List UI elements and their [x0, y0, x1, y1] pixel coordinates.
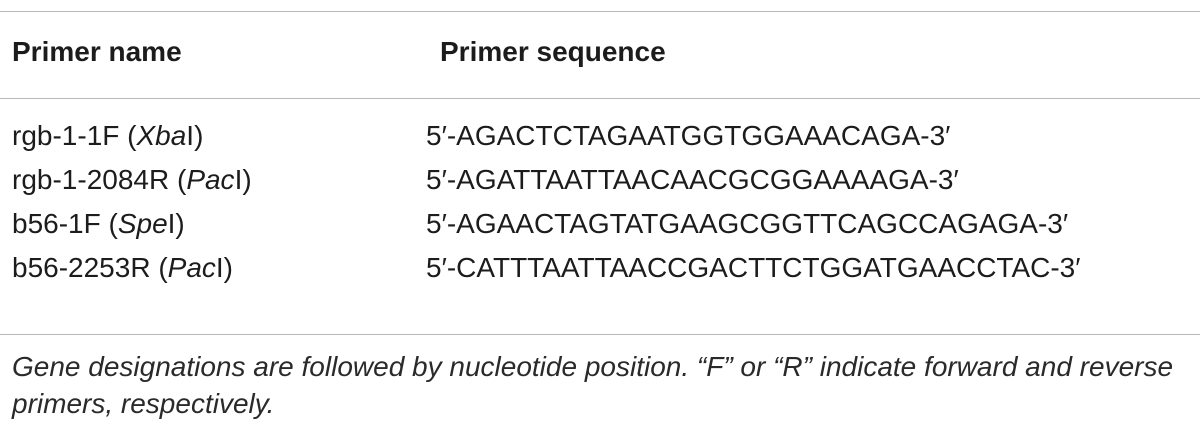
primer-sequence-cell: 5′-AGACTCTAGAATGGTGGAAACAGA-3′: [426, 120, 951, 151]
primer-name-text: rgb-1-2084R (: [12, 164, 187, 195]
bottom-rule: [0, 334, 1200, 335]
primer-name-suffix: I): [234, 164, 252, 195]
table-row: b56-1F (SpeI) 5′-AGAACTAGTATGAAGCGGTTCAG…: [0, 202, 1200, 246]
primer-name-text: b56-2253R (: [12, 252, 168, 283]
table-row: b56-2253R (PacI) 5′-CATTTAATTAACCGACTTCT…: [0, 246, 1200, 290]
primer-name-cell: b56-1F (SpeI): [12, 202, 185, 246]
primer-sequence-cell: 5′-CATTTAATTAACCGACTTCTGGATGAACCTAC-3′: [426, 252, 1081, 283]
table-footnote: Gene designations are followed by nucleo…: [12, 351, 1174, 419]
primer-name-cell: rgb-1-2084R (PacI): [12, 158, 252, 202]
primer-name-suffix: I): [186, 120, 204, 151]
primer-name-text: rgb-1-1F (: [12, 120, 137, 151]
header-rule: [0, 98, 1200, 99]
primer-name-suffix: I): [215, 252, 234, 283]
primer-sequence-cell: 5′-AGAACTAGTATGAAGCGGTTCAGCCAGAGA-3′: [426, 208, 1069, 239]
header-primer-sequence: Primer sequence: [440, 36, 666, 67]
primer-name-suffix: I): [167, 208, 185, 239]
primer-name-cell: rgb-1-1F (XbaI): [12, 114, 203, 158]
enzyme-name: Pac: [186, 164, 235, 195]
primer-name-text: b56-1F (: [12, 208, 118, 239]
enzyme-name: Xba: [136, 120, 187, 151]
top-rule: [0, 11, 1200, 12]
table-row: rgb-1-1F (XbaI) 5′-AGACTCTAGAATGGTGGAAAC…: [0, 114, 1200, 158]
primer-sequence-cell: 5′-AGATTAATTAACAACGCGGAAAAGA-3′: [426, 164, 959, 195]
table-row: rgb-1-2084R (PacI) 5′-AGATTAATTAACAACGCG…: [0, 158, 1200, 202]
header-primer-name: Primer name: [12, 36, 182, 67]
enzyme-name: Spe: [117, 208, 168, 239]
primer-name-cell: b56-2253R (PacI): [12, 246, 233, 290]
enzyme-name: Pac: [167, 252, 216, 283]
